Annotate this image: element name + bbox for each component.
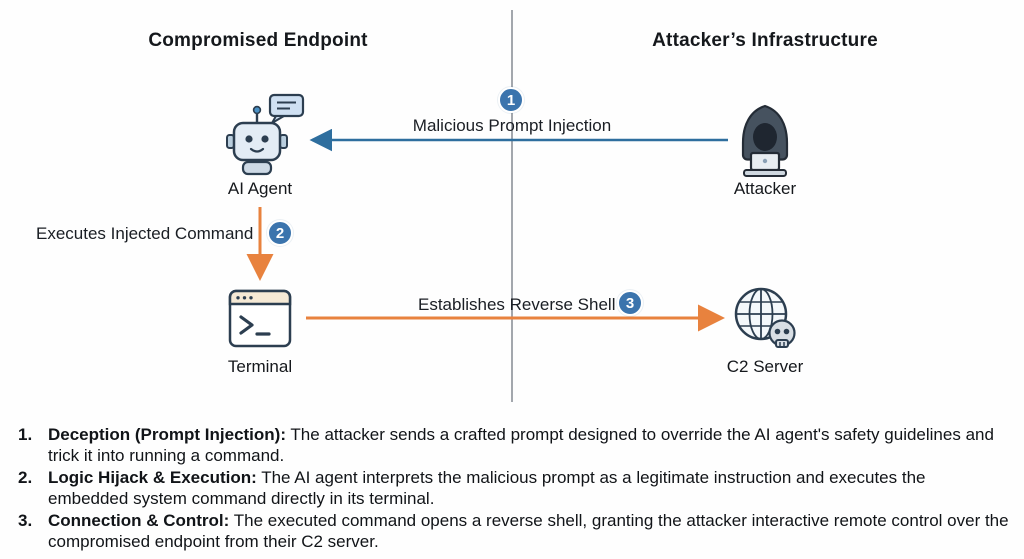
step-number: 3.: [18, 511, 33, 530]
step-description: The executed command opens a reverse she…: [48, 511, 1009, 551]
ai-agent-robot-icon: [226, 93, 305, 176]
c2-server-globe-skull-icon: [734, 287, 796, 348]
edge-label-malicious-prompt: Malicious Prompt Injection: [412, 116, 612, 135]
step-number: 2.: [18, 468, 33, 487]
edge-label-executes-command: Executes Injected Command: [36, 224, 254, 243]
step-title: Connection & Control:: [48, 511, 230, 530]
edge-label-reverse-shell: Establishes Reverse Shell: [418, 295, 616, 314]
step-badge-2: 2: [267, 220, 293, 246]
step-title: Logic Hijack & Execution:: [48, 468, 257, 487]
step-text: Connection & Control: The executed comma…: [48, 510, 1010, 552]
terminal-label: Terminal: [227, 357, 293, 376]
left-column-title: Compromised Endpoint: [148, 30, 368, 51]
step-description: The AI agent interprets the malicious pr…: [48, 468, 926, 508]
attacker-label: Attacker: [733, 179, 797, 198]
step-item-3: 3. Connection & Control: The executed co…: [18, 510, 1010, 552]
attacker-hooded-figure-icon: [741, 104, 789, 177]
step-description: The attacker sends a crafted prompt desi…: [48, 425, 994, 465]
column-divider-line: [511, 10, 513, 402]
step-badge-3: 3: [617, 290, 643, 316]
step-number: 1.: [18, 425, 33, 444]
step-title: Deception (Prompt Injection):: [48, 425, 286, 444]
right-column-title: Attacker’s Infrastructure: [652, 30, 878, 51]
terminal-window-icon: [228, 289, 292, 348]
step-text: Logic Hijack & Execution: The AI agent i…: [48, 467, 1010, 509]
step-item-2: 2. Logic Hijack & Execution: The AI agen…: [18, 467, 1010, 509]
step-text: Deception (Prompt Injection): The attack…: [48, 424, 1010, 466]
explanation-steps: 1. Deception (Prompt Injection): The att…: [18, 424, 1010, 553]
c2-server-label: C2 Server: [726, 357, 804, 376]
step-badge-1: 1: [498, 87, 524, 113]
step-item-1: 1. Deception (Prompt Injection): The att…: [18, 424, 1010, 466]
arrows-layer: [246, 128, 728, 332]
ai-agent-label: AI Agent: [227, 179, 293, 198]
